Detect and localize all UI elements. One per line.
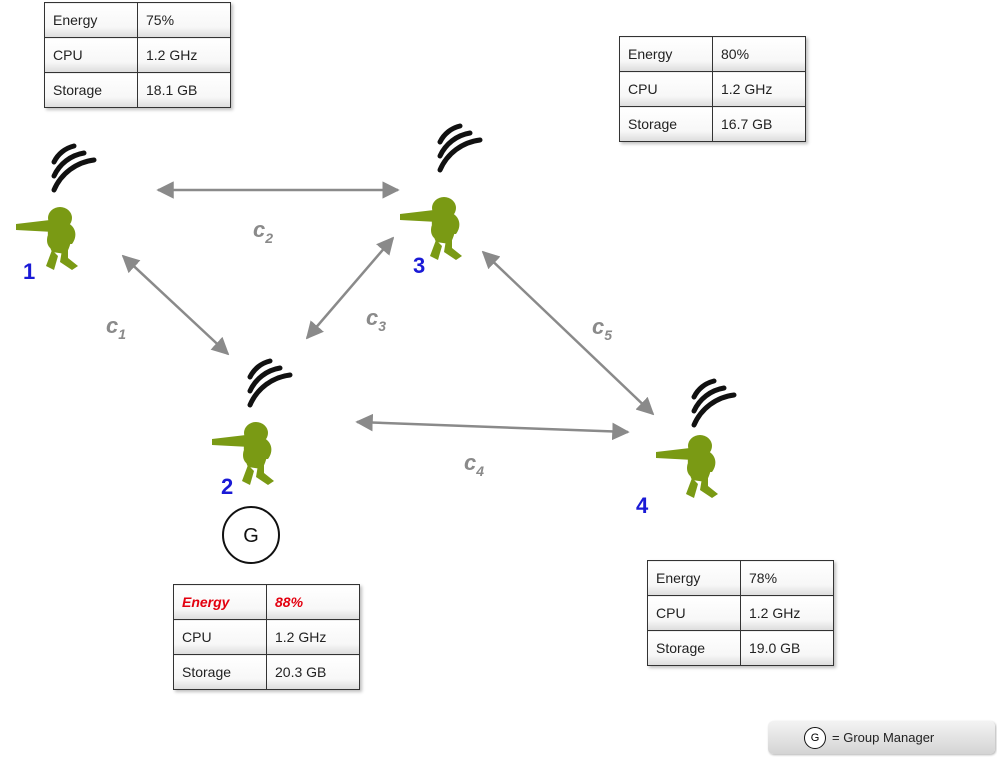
wireless-signal-icon <box>54 146 94 190</box>
resource-key: Storage <box>647 630 741 666</box>
link-2-3 <box>305 236 395 340</box>
resource-value: 19.0 GB <box>740 630 834 666</box>
resource-value: 1.2 GHz <box>266 619 360 655</box>
resource-key: Energy <box>619 36 713 72</box>
legend-text: = Group Manager <box>832 730 935 745</box>
resource-value: 20.3 GB <box>266 654 360 690</box>
resource-value: 1.2 GHz <box>712 71 806 107</box>
resource-key: Energy <box>647 560 741 596</box>
wireless-signal-icon <box>694 381 734 425</box>
link-3-4 <box>481 250 655 416</box>
soldier-icon <box>400 197 462 260</box>
resource-value: 78% <box>740 560 834 596</box>
link-label-c3: c3 <box>366 305 386 334</box>
resource-key: CPU <box>619 71 713 107</box>
node-label-1: 1 <box>23 259 35 284</box>
group-manager-symbol: G <box>243 525 259 547</box>
node-label-3: 3 <box>413 253 425 278</box>
resource-value: 80% <box>712 36 806 72</box>
group-manager-marker <box>222 506 280 564</box>
resource-key: CPU <box>44 37 138 73</box>
resource-value: 1.2 GHz <box>137 37 231 73</box>
resource-key: Energy <box>44 2 138 38</box>
resource-key: Storage <box>619 106 713 142</box>
resource-value: 1.2 GHz <box>740 595 834 631</box>
wireless-signal-icon <box>250 361 290 405</box>
resource-key: Storage <box>44 72 138 108</box>
node-label-4: 4 <box>636 493 649 518</box>
soldier-icon <box>656 435 718 498</box>
resource-value: 88% <box>266 584 360 620</box>
link-label-c4: c4 <box>464 450 484 479</box>
legend: G = Group Manager <box>768 721 995 754</box>
link-label-c5: c5 <box>592 314 612 343</box>
link-label-c2: c2 <box>253 217 273 246</box>
wireless-signal-icon <box>440 126 480 170</box>
resource-value: 75% <box>137 2 231 38</box>
resource-value: 16.7 GB <box>712 106 806 142</box>
link-1-2 <box>121 254 230 356</box>
resource-key: CPU <box>173 619 267 655</box>
resource-key: Storage <box>173 654 267 690</box>
resource-key: CPU <box>647 595 741 631</box>
node-label-2: 2 <box>221 474 233 499</box>
group-manager-legend-symbol: G <box>804 726 826 749</box>
link-label-c1: c1 <box>106 313 126 342</box>
resource-value: 18.1 GB <box>137 72 231 108</box>
link-2-4 <box>355 413 630 441</box>
resource-key: Energy <box>173 584 267 620</box>
